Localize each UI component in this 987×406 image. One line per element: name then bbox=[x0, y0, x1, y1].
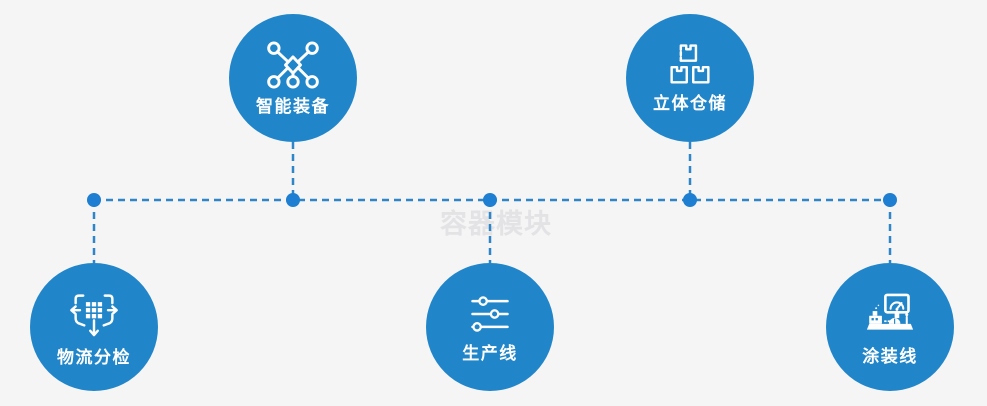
sorting-crossroads-icon bbox=[70, 294, 118, 337]
network-nodes-icon bbox=[267, 41, 319, 89]
node-label: 涂装线 bbox=[862, 347, 918, 367]
node-label: 立体仓储 bbox=[653, 94, 727, 114]
junction-dot bbox=[883, 193, 897, 207]
node-stereo-warehouse[interactable]: 立体仓储 bbox=[626, 14, 754, 142]
control-station-icon bbox=[866, 293, 914, 330]
junction-dot bbox=[87, 193, 101, 207]
node-painting-line[interactable]: 涂装线 bbox=[826, 263, 954, 391]
node-label: 生产线 bbox=[462, 344, 518, 364]
node-label: 智能装备 bbox=[256, 97, 330, 117]
watermark: 容器模块 bbox=[440, 209, 552, 240]
stacked-boxes-icon bbox=[670, 44, 710, 84]
node-production-line[interactable]: 生产线 bbox=[426, 263, 554, 391]
node-logistics-sorting[interactable]: 物流分检 bbox=[30, 263, 158, 391]
junction-dot bbox=[483, 193, 497, 207]
junction-dot bbox=[286, 193, 300, 207]
node-label: 物流分检 bbox=[57, 348, 131, 368]
junction-dot bbox=[683, 193, 697, 207]
node-smart-equipment[interactable]: 智能装备 bbox=[229, 14, 357, 142]
sliders-icon bbox=[471, 296, 509, 332]
